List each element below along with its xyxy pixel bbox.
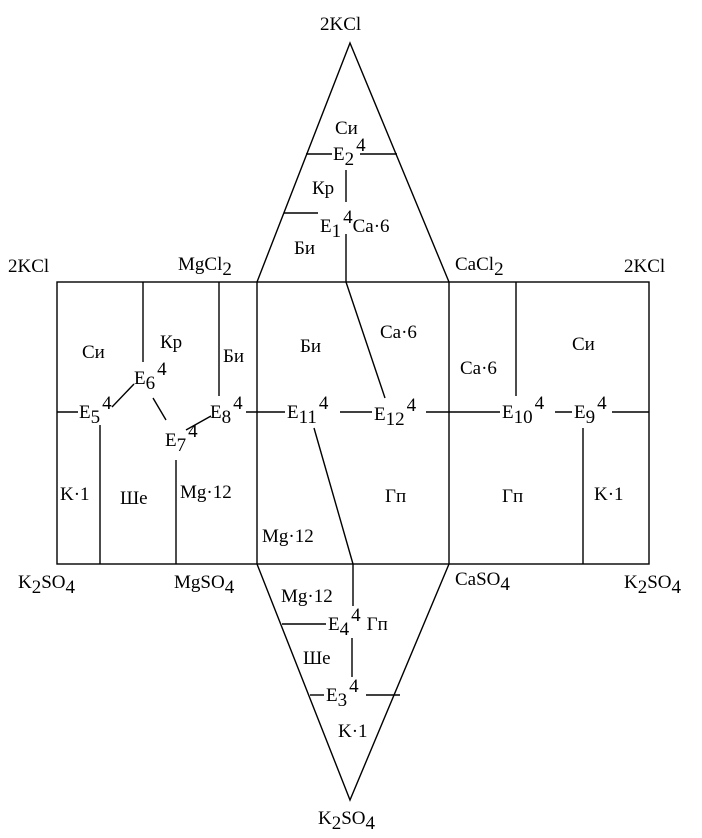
field-left-k1: K·1 [60,484,90,505]
vertex-right-kcl: 2KCl [624,256,665,277]
field-right-ca6: Ca·6 [460,358,497,379]
vertex-caso4: CaSO4 [455,569,510,595]
point-e1: E14Ca·6 [320,207,390,242]
vertex-left-kcl: 2KCl [8,256,49,277]
field-left-mg12: Mg·12 [180,482,232,503]
field-left-kr: Кр [160,332,182,353]
vertex-k2so4-right: K2SO4 [624,572,682,598]
point-e8: E84 [210,393,243,428]
vertex-k2so4-left: K2SO4 [18,572,76,598]
point-e6: E64 [134,359,167,394]
line-e5-e6 [111,383,135,408]
vertex-top-kcl: 2KCl [320,14,361,35]
point-e9: E94 [574,393,607,428]
line-e11-down [313,427,354,565]
field-right-si: Си [572,334,595,355]
field-top-kr: Кр [312,178,334,199]
field-center-ca6: Ca·6 [380,322,417,343]
vertex-mgcl2: MgCl2 [178,254,232,280]
main-rectangle-outline [56,281,650,565]
field-center-mg12: Mg·12 [262,526,314,547]
point-e11: E114 [287,393,329,428]
point-e12: E124 [374,395,417,430]
point-e3: E34 [326,676,359,711]
point-e10: E104 [502,393,545,428]
line-e12-up [345,281,386,399]
point-e7: E74 [165,421,198,456]
field-bottom-she: Ше [303,648,331,669]
field-right-k1: K·1 [594,484,624,505]
field-bottom-k1: K·1 [338,721,368,742]
field-center-bi: Би [300,336,321,357]
vertex-k2so4-bottom: K2SO4 [318,808,376,834]
field-left-bi: Би [223,346,244,367]
point-e2: E24 [333,135,366,170]
field-top-si: Си [335,118,358,139]
field-bottom-mg12: Mg·12 [281,586,333,607]
point-e5: E54 [79,393,112,428]
top-triangle-outline [256,41,450,283]
vertex-mgso4: MgSO4 [174,572,235,598]
bottom-triangle-outline [256,563,450,802]
field-right-gp: Гп [502,486,523,507]
vertex-cacl2: CaCl2 [455,254,504,280]
line-e7-e8 [185,415,212,431]
field-top-bi: Би [294,238,315,259]
line-e6-e7 [152,397,167,421]
field-left-she: Ше [120,488,148,509]
field-left-si: Си [82,342,105,363]
field-center-gp: Гп [385,486,406,507]
